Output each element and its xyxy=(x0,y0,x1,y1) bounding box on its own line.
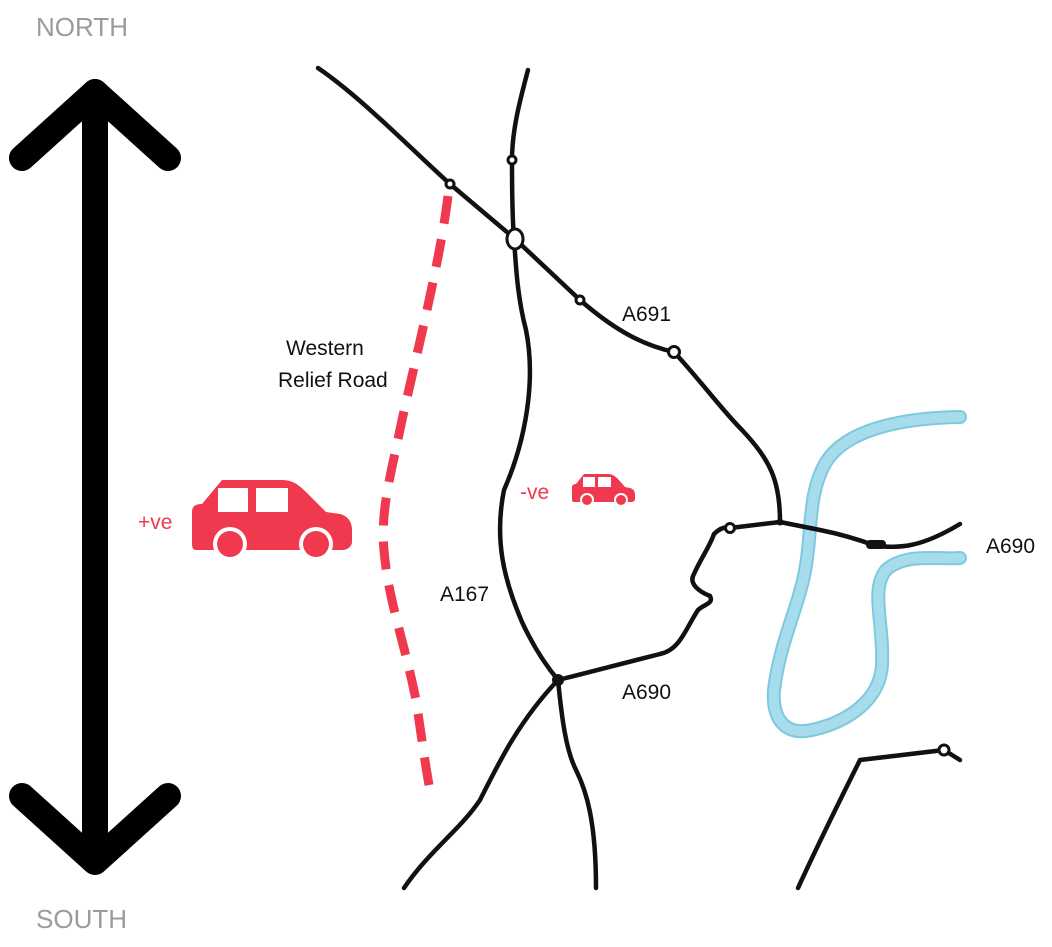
junction-node xyxy=(574,294,586,306)
road-north xyxy=(509,67,531,241)
road-label-a691: A691 xyxy=(622,303,672,326)
road-south xyxy=(555,677,599,891)
positive-impact-label: +ve xyxy=(138,511,173,534)
junction-node xyxy=(552,674,564,686)
junction-node xyxy=(444,178,456,190)
compass-north-label: NORTH xyxy=(36,12,128,42)
road-connector xyxy=(671,349,783,525)
road-a167 xyxy=(497,235,561,683)
river-center xyxy=(768,412,965,737)
road-a690 xyxy=(555,525,733,683)
relief-road-label-line1: Western xyxy=(286,337,364,360)
road-a690-east xyxy=(727,519,963,550)
road-label-a167: A167 xyxy=(440,583,490,606)
relief-road-label-line2: Relief Road xyxy=(278,369,388,392)
car-icon xyxy=(192,480,352,561)
roundabout-node xyxy=(667,345,681,359)
junction-node xyxy=(506,154,518,166)
road-label-a690-east: A690 xyxy=(986,535,1036,558)
negative-impact-label: -ve xyxy=(520,481,550,504)
double-arrow-icon xyxy=(9,79,181,875)
compass-south-label: SOUTH xyxy=(36,904,127,934)
junction-node xyxy=(937,743,951,757)
road-southwest xyxy=(401,677,561,891)
western-relief-road xyxy=(378,195,453,791)
junction-node xyxy=(776,518,784,526)
road-label-a690: A690 xyxy=(622,681,672,704)
road-a691 xyxy=(315,65,677,355)
junction-node xyxy=(724,522,736,534)
road-southeast xyxy=(795,747,963,891)
roundabout-node xyxy=(505,227,525,251)
roundabout-node xyxy=(866,540,886,549)
car-icon xyxy=(572,474,635,507)
